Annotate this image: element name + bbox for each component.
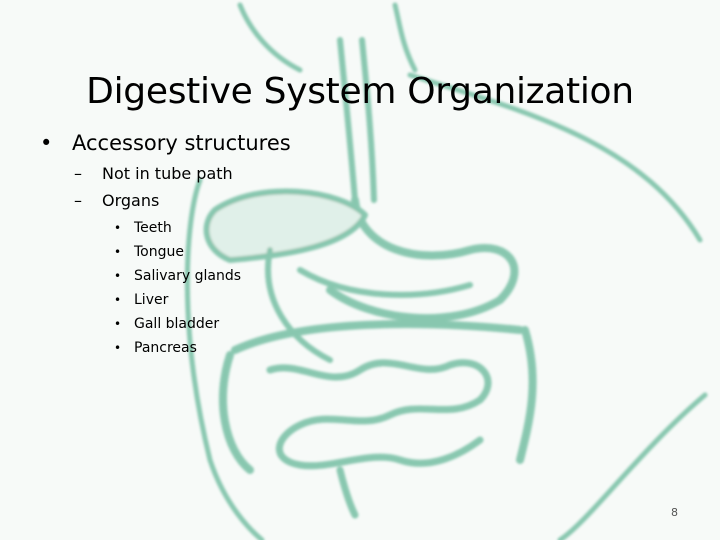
sub-bullet-text: Not in tube path [102,164,233,183]
bullet-marker: • [114,245,122,259]
bullet-marker: • [114,293,122,307]
dash-marker: – [74,191,82,210]
organ-item-teeth: • Teeth [40,216,680,240]
organ-text: Gall bladder [134,316,220,332]
rectum [336,466,359,519]
esophagus-edge [359,37,377,203]
page-number: 8 [671,506,678,519]
stomach [326,196,519,323]
bullet-marker: • [40,131,53,155]
bullet-marker: • [114,221,122,235]
bullet-text: Accessory structures [72,131,291,155]
bullet-marker: • [114,269,122,283]
pancreas [297,267,473,298]
descending-colon [516,326,537,464]
organ-item-liver: • Liver [40,288,680,312]
liver [203,188,368,263]
organ-item-gall-bladder: • Gall bladder [40,312,680,336]
head-outline [237,2,303,73]
small-intestine [266,359,492,470]
face-outline [392,2,418,73]
hip-contour [557,392,708,540]
bullet-list: • Accessory structures – Not in tube pat… [40,128,680,360]
bullet-marker: • [114,317,122,331]
bullet-marker: • [114,341,122,355]
sub-bullet-not-in-tube-path: – Not in tube path [40,160,680,187]
organ-item-tongue: • Tongue [40,240,680,264]
sub-bullet-text: Organs [102,191,160,210]
organ-text: Pancreas [134,340,197,356]
organ-text: Tongue [134,244,184,260]
body-contour-left [184,177,265,540]
sub-bullet-organs: – Organs [40,187,680,214]
bullet-accessory-structures: • Accessory structures [40,128,680,158]
organ-text: Liver [134,292,169,308]
organ-text: Salivary glands [134,268,242,284]
organ-item-salivary-glands: • Salivary glands [40,264,680,288]
duodenum [265,247,333,363]
slide-title: Digestive System Organization [86,71,634,113]
sub-bullet-list: – Not in tube path – Organs • Teeth • To… [40,160,680,360]
organ-item-pancreas: • Pancreas [40,336,680,360]
esophagus [337,37,358,203]
ascending-colon [218,351,254,474]
body-contour-right [407,72,703,243]
organ-text: Teeth [134,220,172,236]
dash-marker: – [74,164,82,183]
transverse-colon [231,320,524,354]
organ-list: • Teeth • Tongue • Salivary glands • Liv… [40,216,680,360]
